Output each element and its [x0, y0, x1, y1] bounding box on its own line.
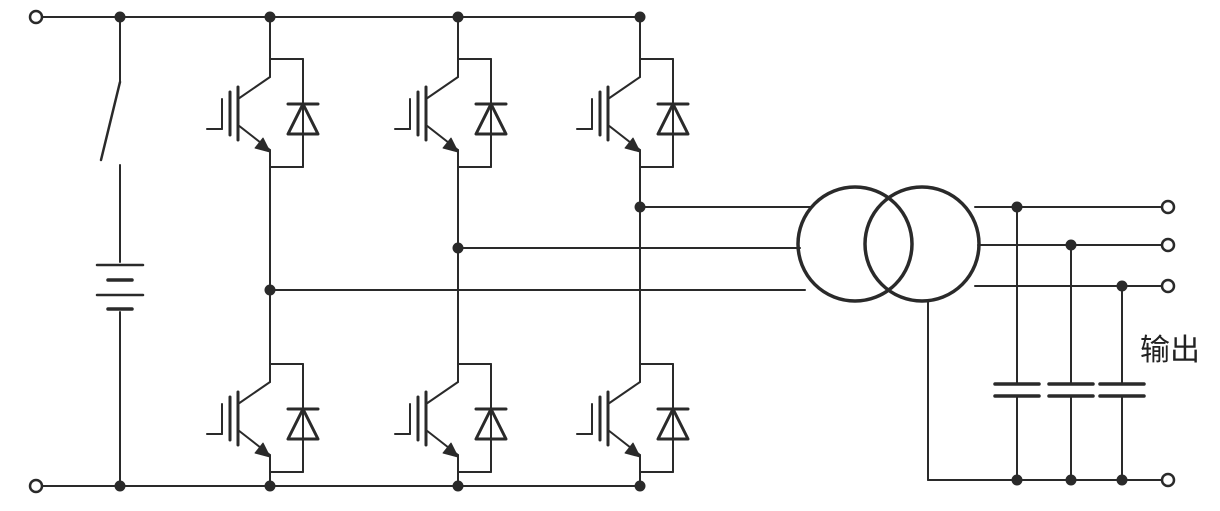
terminals [28, 9, 1176, 494]
dc-positive-terminal [28, 9, 44, 25]
igbt-switch [394, 16, 508, 249]
emitter-arrow [254, 442, 271, 458]
igbt-switch [576, 16, 690, 208]
igbt-line [237, 76, 271, 100]
output-terminal-neutral [1160, 472, 1176, 488]
output-terminal-b [1160, 237, 1176, 253]
output-terminal-c [1160, 278, 1176, 294]
transformer-primary-winding [796, 185, 914, 303]
emitter-arrow [624, 137, 641, 153]
junction-dot [634, 11, 646, 23]
junction-dot [114, 480, 126, 492]
igbt-line [237, 381, 271, 405]
junction-dot [1065, 239, 1077, 251]
junction-dot [264, 11, 276, 23]
igbt-switch [206, 16, 320, 291]
junction-dot [452, 11, 464, 23]
diode-triangle [474, 407, 508, 441]
junction-dot [452, 242, 464, 254]
transformer-secondary-winding [863, 185, 981, 303]
junction-dot [1011, 474, 1023, 486]
dc-negative-terminal [28, 478, 44, 494]
diode-triangle [286, 407, 320, 441]
junction-dot [1116, 280, 1128, 292]
igbt-line [607, 381, 641, 405]
junction-dot [114, 11, 126, 23]
circuit-components [95, 16, 1146, 487]
emitter-arrow [442, 442, 459, 458]
junction-dot [264, 284, 276, 296]
igbt-line [425, 76, 459, 100]
junction-dots [114, 11, 1128, 492]
igbt-line [425, 381, 459, 405]
emitter-arrow [624, 442, 641, 458]
output-label: 输出 [1140, 333, 1200, 368]
igbt-switch [394, 321, 508, 487]
emitter-arrow [254, 137, 271, 153]
diode-triangle [286, 102, 320, 136]
junction-dot [634, 480, 646, 492]
dc-switch-blade [99, 80, 122, 162]
junction-dot [452, 480, 464, 492]
diode-triangle [656, 102, 690, 136]
junction-dot [1116, 474, 1128, 486]
circuit-wires [41, 16, 1164, 487]
igbt-line [607, 76, 641, 100]
junction-dot [264, 480, 276, 492]
igbt-switch [576, 321, 690, 487]
diode-triangle [656, 407, 690, 441]
junction-dot [634, 201, 646, 213]
output-terminal-a [1160, 199, 1176, 215]
igbt-switch [206, 321, 320, 487]
junction-dot [1065, 474, 1077, 486]
junction-dot [1011, 201, 1023, 213]
diode-triangle [474, 102, 508, 136]
emitter-arrow [442, 137, 459, 153]
